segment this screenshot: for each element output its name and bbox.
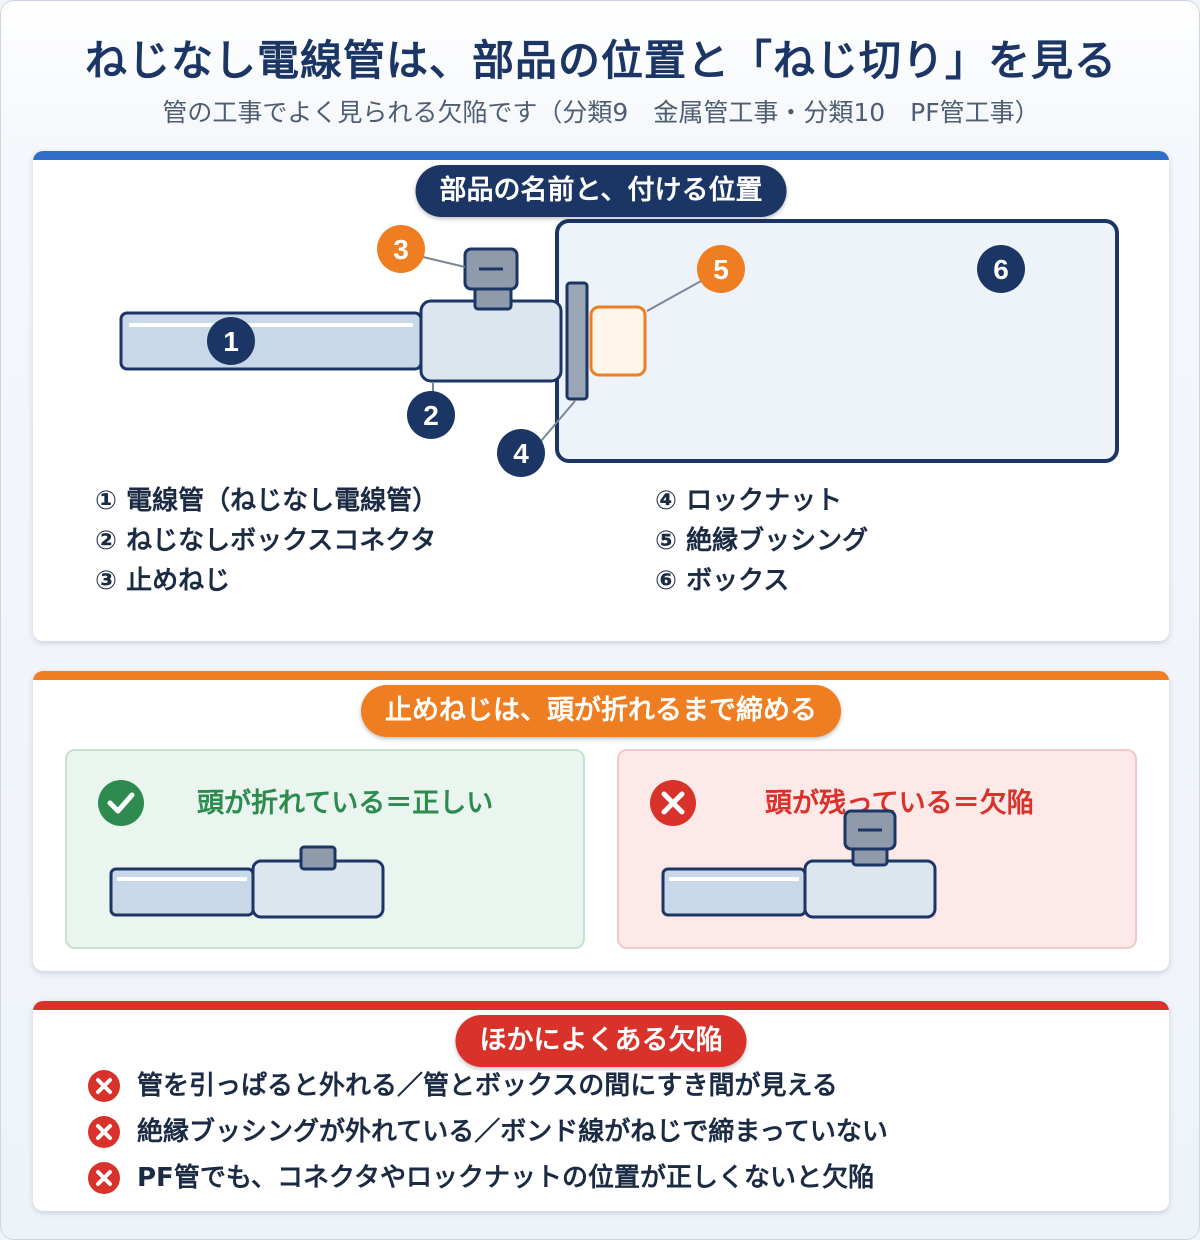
check-circle-icon — [98, 780, 144, 826]
defect-example-label: 頭が残っている＝欠陥 — [765, 788, 1034, 819]
legend-item-conduit: ① 電線管（ねじなし電線管） — [95, 486, 439, 516]
marker-2: 2 — [407, 391, 455, 439]
legend-item-set-screw: ③ 止めねじ — [95, 566, 231, 596]
defect-item-text: 管を引っぱると外れる／管とボックスの間にすき間が見える — [137, 1071, 838, 1101]
svg-text:2: 2 — [423, 400, 439, 431]
legend-item-box: ⑥ ボックス — [655, 566, 790, 596]
svg-text:1: 1 — [223, 326, 239, 357]
defect-item-text: 絶縁ブッシングが外れている／ボンド線がねじで締まっていない — [137, 1117, 888, 1147]
defect-item: 管を引っぱると外れる／管とボックスの間にすき間が見える — [87, 1065, 888, 1111]
defect-screw-diagram — [661, 809, 937, 919]
connector-body — [419, 299, 563, 383]
defect-list: 管を引っぱると外れる／管とボックスの間にすき間が見える 絶縁ブッシングが外れてい… — [87, 1065, 888, 1203]
other-defects-heading: ほかによくある欠陥 — [455, 1015, 747, 1067]
insulating-bushing — [589, 305, 647, 377]
page-title: ねじなし電線管は、部品の位置と「ねじ切り」を見る — [84, 36, 1117, 85]
legend-right: ④ ロックナット ⑤ 絶縁ブッシング ⑥ ボックス — [655, 481, 868, 601]
parts-diagram: 1 2 3 4 5 6 — [119, 219, 1119, 477]
conduit-pipe — [119, 311, 423, 371]
marker-4: 4 — [497, 429, 545, 477]
correct-example-card: 頭が折れている＝正しい — [65, 749, 585, 949]
correct-example-label: 頭が折れている＝正しい — [197, 788, 494, 819]
svg-text:4: 4 — [513, 438, 529, 469]
parts-panel-topbar — [33, 151, 1169, 160]
set-screw-panel-heading: 止めねじは、頭が折れるまで締める — [361, 685, 841, 737]
defect-example-card: 頭が残っている＝欠陥 — [617, 749, 1137, 949]
x-circle-icon — [88, 1116, 120, 1148]
svg-text:5: 5 — [713, 254, 729, 285]
marker-6: 6 — [977, 245, 1025, 293]
leader-3 — [422, 256, 466, 268]
page-subtitle: 管の工事でよく見られる欠陥です（分類9 金属管工事・分類10 PF管工事） — [162, 98, 1040, 127]
set-screw-panel: 止めねじは、頭が折れるまで締める 頭が折れている＝正しい 頭が残っている＝欠陥 — [33, 671, 1169, 971]
leader-4 — [540, 400, 576, 442]
defect-item: PF管でも、コネクタやロックナットの位置が正しくないと欠陥 — [87, 1157, 888, 1203]
marker-5: 5 — [697, 245, 745, 293]
legend-item-connector: ② ねじなしボックスコネクタ — [95, 526, 437, 556]
svg-text:3: 3 — [393, 234, 409, 265]
parts-panel: 1 2 3 4 5 6 部品の名前と、付ける位置 — [33, 151, 1169, 641]
other-defects-panel-topbar — [33, 1001, 1169, 1010]
lock-nut — [565, 281, 589, 401]
x-circle-icon — [88, 1162, 120, 1194]
set-screw-panel-topbar — [33, 671, 1169, 680]
svg-text:6: 6 — [993, 254, 1009, 285]
marker-3: 3 — [377, 225, 425, 273]
parts-panel-heading: 部品の名前と、付ける位置 — [415, 165, 787, 217]
other-defects-panel: ほかによくある欠陥 管を引っぱると外れる／管とボックスの間にすき間が見える 絶縁… — [33, 1001, 1169, 1211]
marker-1: 1 — [207, 317, 255, 365]
x-circle-icon — [650, 780, 696, 826]
defect-item-text: PF管でも、コネクタやロックナットの位置が正しくないと欠陥 — [137, 1163, 874, 1193]
legend-left: ① 電線管（ねじなし電線管） ② ねじなしボックスコネクタ ③ 止めねじ — [95, 481, 438, 601]
legend-item-bushing: ⑤ 絶縁ブッシング — [655, 526, 869, 556]
leader-5 — [646, 280, 702, 312]
defect-item: 絶縁ブッシングが外れている／ボンド線がねじで締まっていない — [87, 1111, 888, 1157]
x-circle-icon — [88, 1070, 120, 1102]
legend-item-lock-nut: ④ ロックナット — [655, 486, 843, 516]
correct-screw-diagram — [109, 845, 385, 919]
